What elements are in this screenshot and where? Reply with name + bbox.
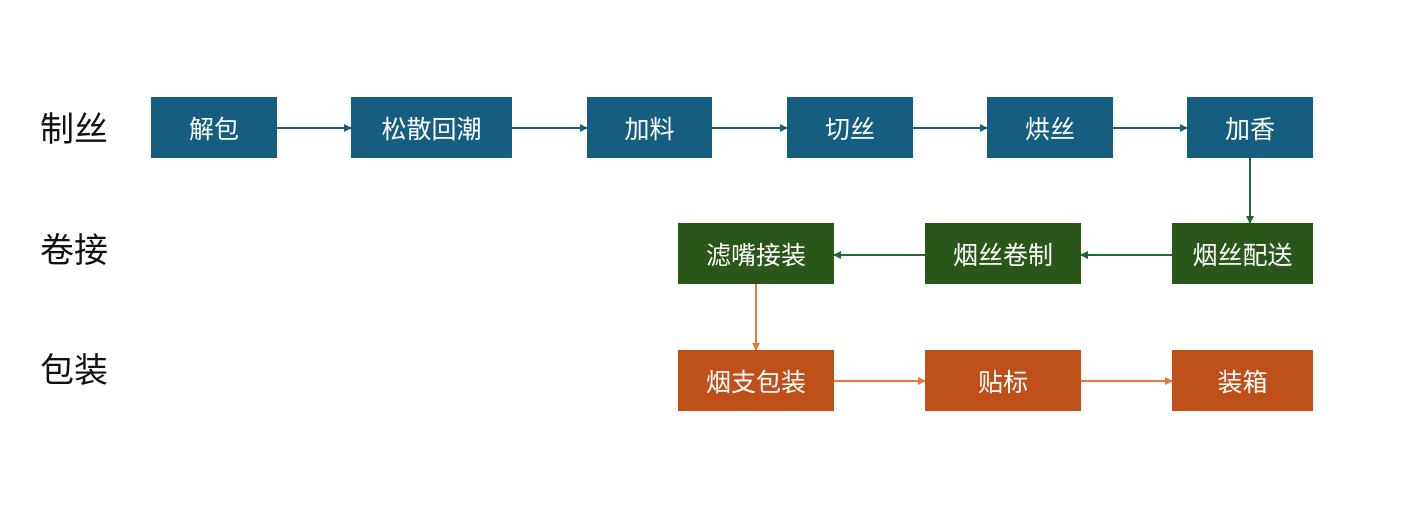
row-label-zhisi: 制丝: [40, 110, 108, 150]
step-jialiao: 加料: [587, 97, 712, 158]
step-yansi-peisong: 烟丝配送: [1172, 223, 1313, 284]
step-yansi-juanzhi: 烟丝卷制: [925, 223, 1081, 284]
step-jiaxiang: 加香: [1187, 97, 1313, 158]
row-label-juanjie: 卷接: [40, 231, 108, 271]
step-tiebiao: 贴标: [925, 350, 1081, 411]
step-zhuangxiang: 装箱: [1172, 350, 1313, 411]
step-songsan-huichao: 松散回潮: [351, 97, 512, 158]
step-lvzui-jiezhuang: 滤嘴接装: [678, 223, 834, 284]
step-hongsi: 烘丝: [987, 97, 1113, 158]
step-yanzhi-baozhuang: 烟支包装: [678, 350, 834, 411]
row-label-baozhuang: 包装: [40, 351, 108, 391]
step-jiebao: 解包: [151, 97, 277, 158]
step-qiesi: 切丝: [787, 97, 913, 158]
